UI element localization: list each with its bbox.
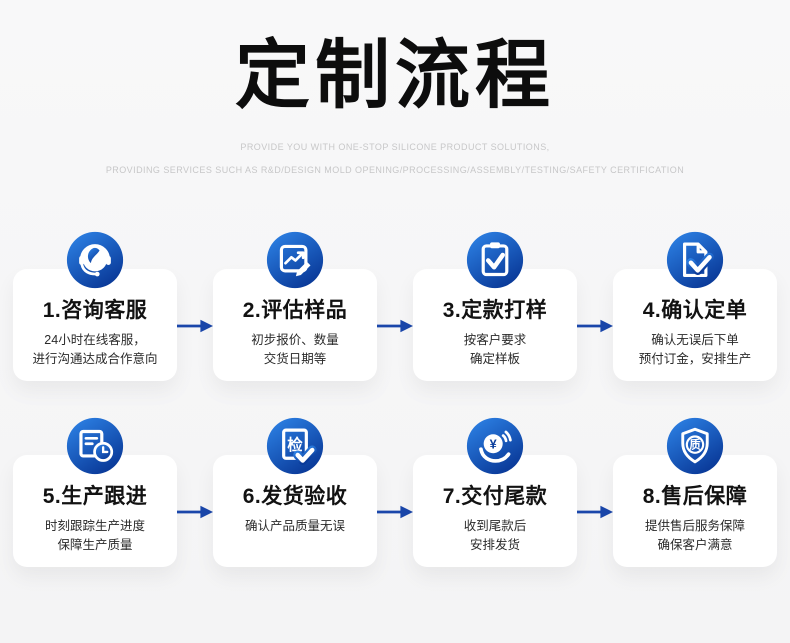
flow-arrow-icon [177,504,213,520]
inspect-check-icon: 检 [266,417,324,475]
subtitle-line-1: PROVIDE YOU WITH ONE-STOP SILICONE PRODU… [240,141,550,152]
step-card: 3.定款打样 按客户要求 确定样板 [413,231,577,381]
clipboard-check-icon [466,231,524,289]
svg-text:质: 质 [689,437,701,451]
step-description: 确认无误后下单 预付订金，安排生产 [638,332,752,366]
step-description: 提供售后服务保障 确保客户满意 [644,518,745,552]
headset-icon [66,231,124,289]
step-card: 2.评估样品 初步报价、数量 交货日期等 [213,231,377,381]
step-card: ¥ 7.交付尾款 收到尾款后 安排发货 [413,417,577,567]
step-description: 24小时在线客服， 进行沟通达成合作意向 [32,332,158,366]
step-title: 2.评估样品 [242,298,348,322]
process-row-1: 1.咨询客服 24小时在线客服， 进行沟通达成合作意向 [0,231,790,381]
step-description: 确认产品质量无误 [244,518,345,533]
page-title: 定制流程 [234,33,555,117]
step-description: 按客户要求 确定样板 [463,332,527,366]
document-clock-icon [66,417,124,475]
payment-hand-icon: ¥ [466,417,524,475]
step-description: 时刻跟踪生产进度 保障生产质量 [44,518,145,552]
step-card: 4.确认定单 确认无误后下单 预付订金，安排生产 [613,231,777,381]
process-row-2: 5.生产跟进 时刻跟踪生产进度 保障生产质量 检 [0,417,790,567]
step-title: 3.定款打样 [442,298,548,322]
step-title: 1.咨询客服 [42,298,148,322]
step-description: 初步报价、数量 交货日期等 [251,332,339,366]
chart-pencil-icon [266,231,324,289]
step-card: 检 6.发货验收 确认产品质量无误 [213,417,377,567]
quality-shield-icon: 质 [666,417,724,475]
flow-arrow-icon [577,318,613,334]
flow-arrow-icon [577,504,613,520]
flow-arrow-icon [177,318,213,334]
step-card: 5.生产跟进 时刻跟踪生产进度 保障生产质量 [13,417,177,567]
document-check-icon [666,231,724,289]
svg-text:检: 检 [287,435,303,454]
step-title: 8.售后保障 [642,484,748,508]
step-description: 收到尾款后 安排发货 [463,518,527,552]
step-card: 质 8.售后保障 提供售后服务保障 确保客户满意 [613,417,777,567]
step-title: 7.交付尾款 [442,484,548,508]
step-title: 5.生产跟进 [42,484,148,508]
flow-arrow-icon [377,504,413,520]
subtitle-line-2: PROVIDING SERVICES SUCH AS R&D/DESIGN MO… [105,164,685,175]
step-title: 6.发货验收 [242,484,348,508]
flow-arrow-icon [377,318,413,334]
step-card: 1.咨询客服 24小时在线客服， 进行沟通达成合作意向 [13,231,177,381]
svg-text:¥: ¥ [490,437,497,451]
header: 定制流程 PROVIDE YOU WITH ONE-STOP SILICONE … [0,0,790,175]
step-title: 4.确认定单 [642,298,748,322]
